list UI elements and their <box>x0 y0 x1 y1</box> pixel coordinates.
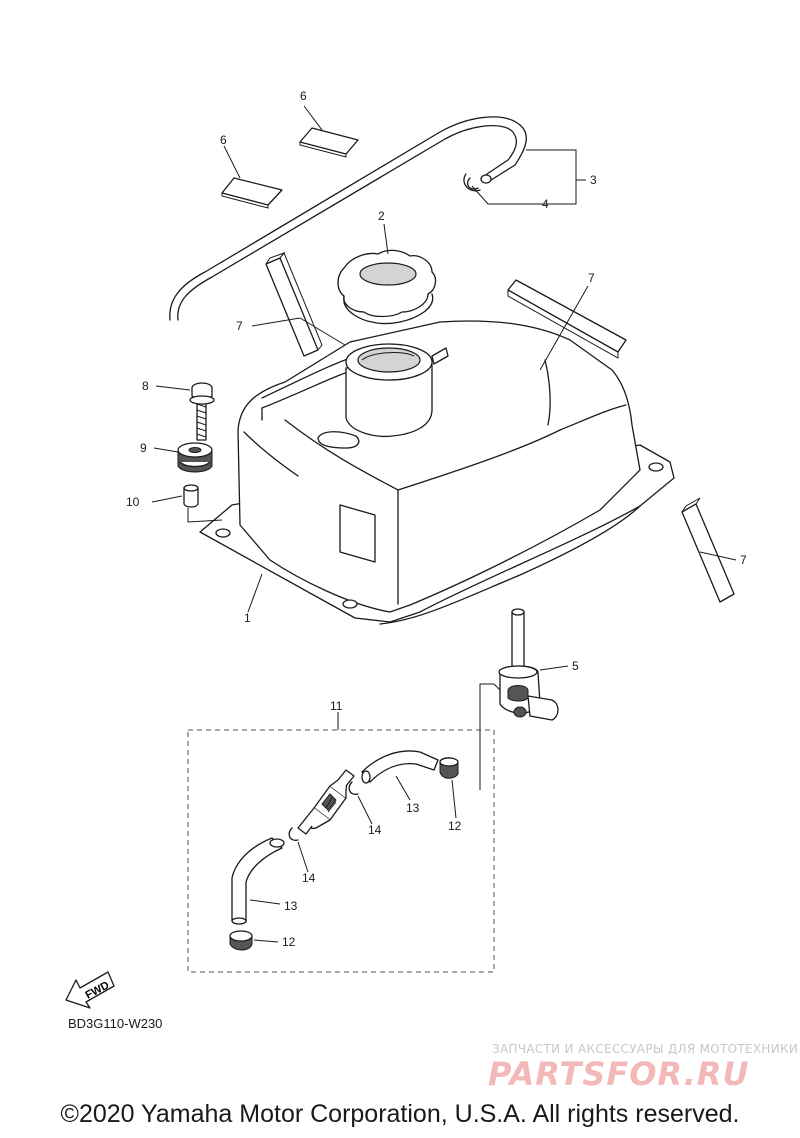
collar[interactable] <box>183 484 199 508</box>
kit-connection-line <box>479 683 494 790</box>
copyright-notice: ©2020 Yamaha Motor Corporation, U.S.A. A… <box>60 1100 740 1128</box>
callout-2: 2 <box>378 209 385 223</box>
bolt[interactable] <box>189 382 215 441</box>
hose-clamp-upper[interactable] <box>439 757 459 779</box>
fuel-cock[interactable] <box>493 608 559 721</box>
callouts: 1 2 3 4 5 6 6 7 7 7 8 9 10 11 12 12 13 1… <box>126 89 747 949</box>
callout-7-left: 7 <box>236 319 243 333</box>
damper-strip-left[interactable] <box>265 251 323 357</box>
fuel-tank[interactable] <box>199 320 675 625</box>
callout-6-left: 6 <box>220 133 227 147</box>
hose-clip[interactable] <box>463 173 481 192</box>
collar-install-line <box>187 508 223 523</box>
callout-3: 3 <box>590 173 597 187</box>
fuel-hose-lower[interactable] <box>231 837 285 925</box>
callout-1: 1 <box>244 611 251 625</box>
clip-lower[interactable] <box>288 827 299 841</box>
callout-12-upper: 12 <box>448 819 462 833</box>
damper-pad-right[interactable] <box>299 127 359 158</box>
damper-strip-right[interactable] <box>681 497 735 603</box>
clip-upper[interactable] <box>348 781 359 795</box>
watermark-tagline: ЗАПЧАСТИ И АКСЕССУАРЫ ДЛЯ МОТОТЕХНИКИ <box>492 1042 799 1056</box>
callout-4: 4 <box>542 197 549 211</box>
callout-9: 9 <box>140 441 147 455</box>
damper-pad-left[interactable] <box>221 177 283 209</box>
callout-11: 11 <box>330 699 343 713</box>
fuel-hose-upper[interactable] <box>361 750 439 784</box>
callout-5: 5 <box>572 659 579 673</box>
fuel-filter[interactable] <box>297 769 355 835</box>
fuel-hose-kit-boundary <box>187 729 495 973</box>
callout-7-top: 7 <box>588 271 595 285</box>
diagram-code: BD3G110-W230 <box>68 1016 163 1031</box>
damper-strip-top[interactable] <box>507 279 627 359</box>
callout-13-lower: 13 <box>284 899 298 913</box>
grommet[interactable] <box>177 442 213 473</box>
fuel-cap[interactable] <box>337 249 437 325</box>
hose-clamp-lower[interactable] <box>229 930 253 951</box>
callout-13-upper: 13 <box>406 801 420 815</box>
breather-hose[interactable] <box>169 116 527 321</box>
watermark-logo: PARTSFOR.RU <box>488 1055 750 1093</box>
callout-12-lower: 12 <box>282 935 296 949</box>
callout-14-upper: 14 <box>368 823 382 837</box>
callout-6-right: 6 <box>300 89 307 103</box>
fwd-arrow-icon: FWD <box>65 971 115 1009</box>
leader-lines <box>151 105 737 943</box>
callout-7-right: 7 <box>740 553 747 567</box>
fwd-label: FWD <box>84 979 112 1001</box>
callout-8: 8 <box>142 379 149 393</box>
callout-10: 10 <box>126 495 140 509</box>
callout-14-lower: 14 <box>302 871 316 885</box>
